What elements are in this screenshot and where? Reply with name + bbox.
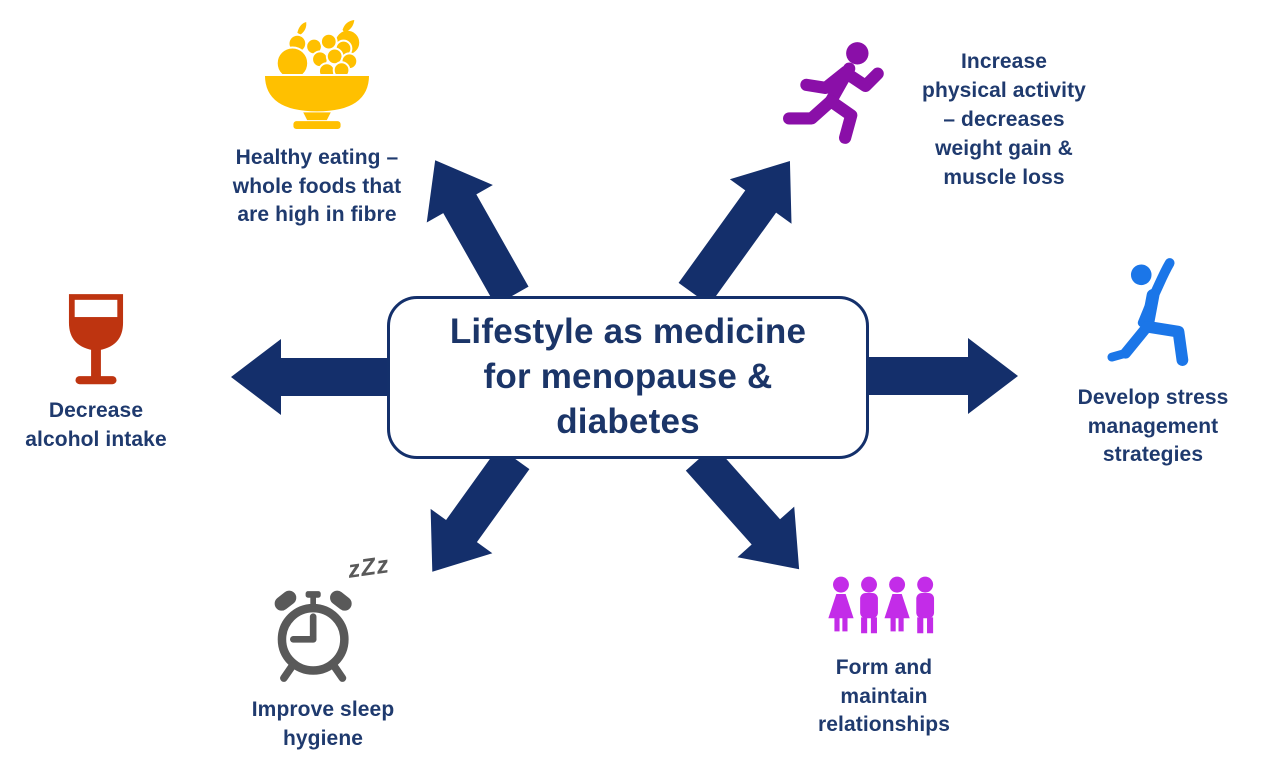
page-title: Lifestyle as medicine <box>449 312 807 352</box>
node-physical-activity: Increase physical activity – decreases w… <box>782 40 1102 193</box>
label-line: Develop stress <box>1077 386 1229 409</box>
label-line: Form and <box>835 656 933 679</box>
arrow-down-left <box>430 446 530 572</box>
node-sleep-hygiene: zZz Improve sleep <box>237 551 409 753</box>
arrow-right <box>868 338 1018 414</box>
alarm-clock-icon-wrap: zZz <box>264 551 392 690</box>
label-line: whole foods that <box>232 174 402 198</box>
label-line: muscle loss <box>943 165 1065 189</box>
label-line: Increase <box>960 50 1048 73</box>
people-group-icon <box>828 576 935 634</box>
arrow-down-right <box>685 445 800 570</box>
label-line: Healthy eating – <box>235 146 399 169</box>
node-label: Develop stress management strategies <box>1078 384 1229 470</box>
node-label: Healthy eating – whole foods that are hi… <box>233 144 401 230</box>
running-person-icon <box>783 42 884 144</box>
page-title: for menopause & <box>483 357 773 397</box>
node-label: Increase physical activity – decreases w… <box>906 48 1102 193</box>
label-line: are high in fibre <box>237 203 397 227</box>
node-alcohol-intake: Decrease alcohol intake <box>10 290 182 454</box>
node-label: Improve sleep hygiene <box>252 696 395 753</box>
page-title: diabetes <box>556 401 700 441</box>
arrow-up-right <box>678 160 792 306</box>
label-line: strategies <box>1102 443 1204 467</box>
label-line: Improve sleep <box>251 698 395 721</box>
label-line: relationships <box>818 713 950 737</box>
fruit-bowl-icon <box>262 20 372 130</box>
node-healthy-eating: Healthy eating – whole foods that are hi… <box>205 20 429 230</box>
arrow-up-left <box>426 160 529 306</box>
label-line: Decrease <box>48 399 144 422</box>
label-line: hygiene <box>282 726 364 750</box>
node-relationships: Form and maintain relationships <box>796 574 972 740</box>
node-label: Form and maintain relationships <box>818 654 950 740</box>
label-line: physical activity <box>922 78 1086 102</box>
center-box: Lifestyle as medicine for menopause & di… <box>387 296 869 459</box>
label-line: weight gain & <box>935 136 1073 160</box>
label-line: – decreases <box>943 107 1065 131</box>
alarm-clock-icon <box>274 590 352 682</box>
node-label: Decrease alcohol intake <box>25 397 166 454</box>
stretching-person-icon <box>1107 258 1189 366</box>
node-stress-management: Develop stress management strategies <box>1060 256 1246 470</box>
label-line: alcohol intake <box>25 427 167 451</box>
arrow-left <box>231 339 399 415</box>
wine-glass-icon <box>68 294 124 385</box>
label-line: maintain <box>840 684 928 708</box>
label-line: management <box>1087 414 1219 438</box>
